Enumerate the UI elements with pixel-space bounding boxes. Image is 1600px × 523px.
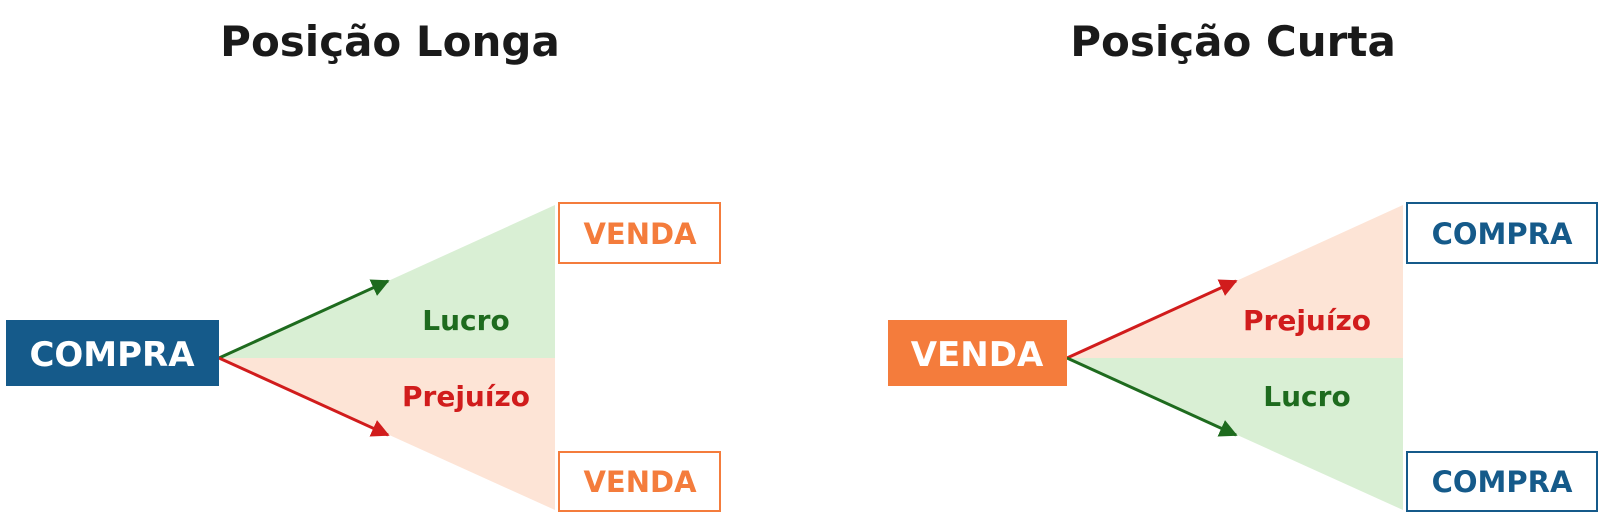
long-bottom-end-label: VENDA	[583, 465, 697, 499]
long-top-end-box	[558, 202, 721, 264]
short-top-end-label: COMPRA	[1432, 217, 1573, 251]
long-loss-arrow	[218, 356, 390, 437]
short-bottom-end-box	[1406, 451, 1598, 512]
long-lower-region-label: Prejuízo	[402, 380, 530, 413]
short-top-end-box	[1406, 202, 1598, 264]
short-bottom-end-label: COMPRA	[1432, 465, 1573, 499]
long-start-label: COMPRA	[29, 335, 195, 375]
long-bottom-end-box	[558, 451, 721, 512]
short-position-panel: Posição Curta VENDA Prejuízo Lucro COMPR…	[888, 17, 1598, 512]
short-upper-region-label: Prejuízo	[1243, 304, 1371, 337]
long-title: Posição Longa	[220, 17, 560, 66]
long-top-end-label: VENDA	[583, 217, 697, 251]
short-start-box	[888, 320, 1067, 386]
short-title: Posição Curta	[1070, 17, 1396, 66]
long-position-panel: Posição Longa COMPRA Lucro Prejuízo VEND…	[6, 17, 721, 512]
short-lower-region-label: Lucro	[1263, 380, 1350, 413]
long-upper-region-label: Lucro	[422, 304, 509, 337]
short-profit-arrow	[1066, 356, 1238, 437]
short-loss-arrow	[1066, 279, 1238, 360]
long-profit-arrow	[218, 279, 390, 360]
long-start-box	[6, 320, 219, 386]
short-start-label: VENDA	[911, 335, 1044, 375]
